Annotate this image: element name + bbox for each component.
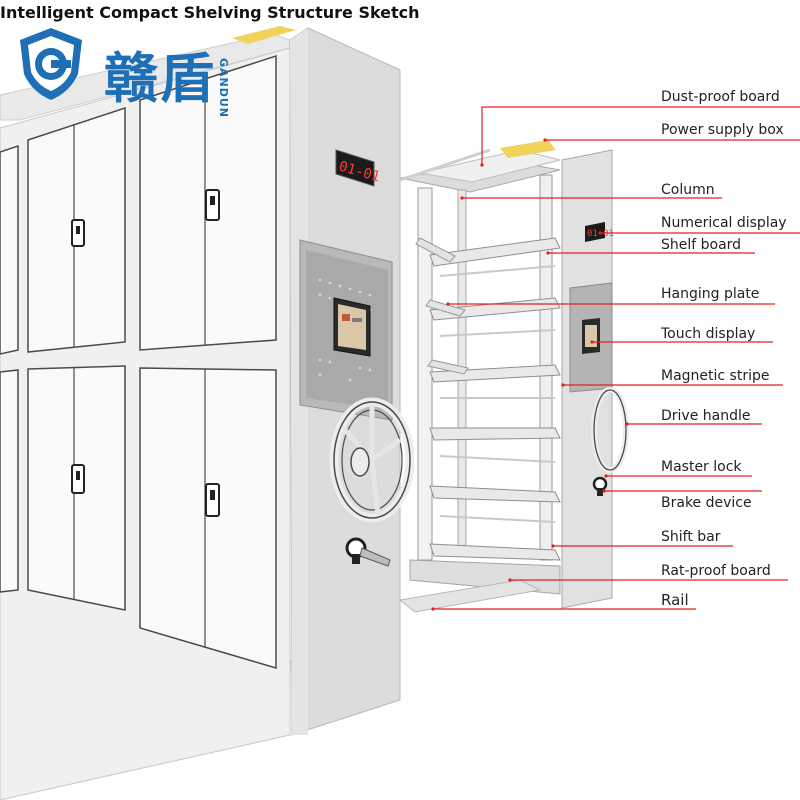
label-dust-proof-board: Dust-proof board xyxy=(661,89,780,105)
label-master-lock: Master lock xyxy=(661,459,742,475)
shelf-boards xyxy=(429,237,561,561)
diagram-title: Intelligent Compact Shelving Structure S… xyxy=(0,3,420,22)
label-touch-display: Touch display xyxy=(661,326,756,342)
label-power-supply-box: Power supply box xyxy=(661,122,784,138)
cabinet-numerical-display xyxy=(335,149,375,187)
door-lock-icon xyxy=(71,464,85,494)
perforation-pattern xyxy=(318,278,372,382)
label-drive-handle: Drive handle xyxy=(661,408,751,424)
leader-lines xyxy=(433,106,800,610)
door-lock-icon xyxy=(205,483,220,517)
brand-latin-name: GANDUN xyxy=(217,58,230,119)
label-numerical-display: Numerical display xyxy=(661,215,787,231)
label-hanging-plate: Hanging plate xyxy=(661,286,760,302)
brand-logo: 赣盾 GANDUN xyxy=(12,24,230,118)
door-panel xyxy=(139,367,277,670)
power-strip xyxy=(232,26,296,44)
door-lock-icon xyxy=(205,189,220,221)
shield-icon xyxy=(20,28,82,100)
label-column: Column xyxy=(661,182,715,198)
door-lock-icon xyxy=(71,219,85,247)
shelf-numerical-display xyxy=(585,222,605,242)
brand-chinese-name: 赣盾 xyxy=(104,47,216,110)
label-shift-bar: Shift bar xyxy=(661,529,721,545)
door-panel xyxy=(0,369,19,593)
label-rat-proof-board: Rat-proof board xyxy=(661,563,771,579)
hanging-plates xyxy=(415,237,469,375)
rail xyxy=(398,579,542,613)
power-supply-box xyxy=(500,140,556,158)
leader-dust-proof-board xyxy=(481,106,800,165)
label-brake-device: Brake device xyxy=(661,495,752,511)
brake-lever xyxy=(359,547,391,567)
shelf-master-lock-icon xyxy=(592,476,608,496)
label-rail: Rail xyxy=(661,591,689,609)
shelf-drive-handle xyxy=(591,387,629,473)
drive-handle-wheel xyxy=(329,397,415,523)
label-shelf-board: Shelf board xyxy=(661,237,742,253)
label-magnetic-stripe: Magnetic stripe xyxy=(661,368,770,384)
door-panel xyxy=(0,144,19,355)
